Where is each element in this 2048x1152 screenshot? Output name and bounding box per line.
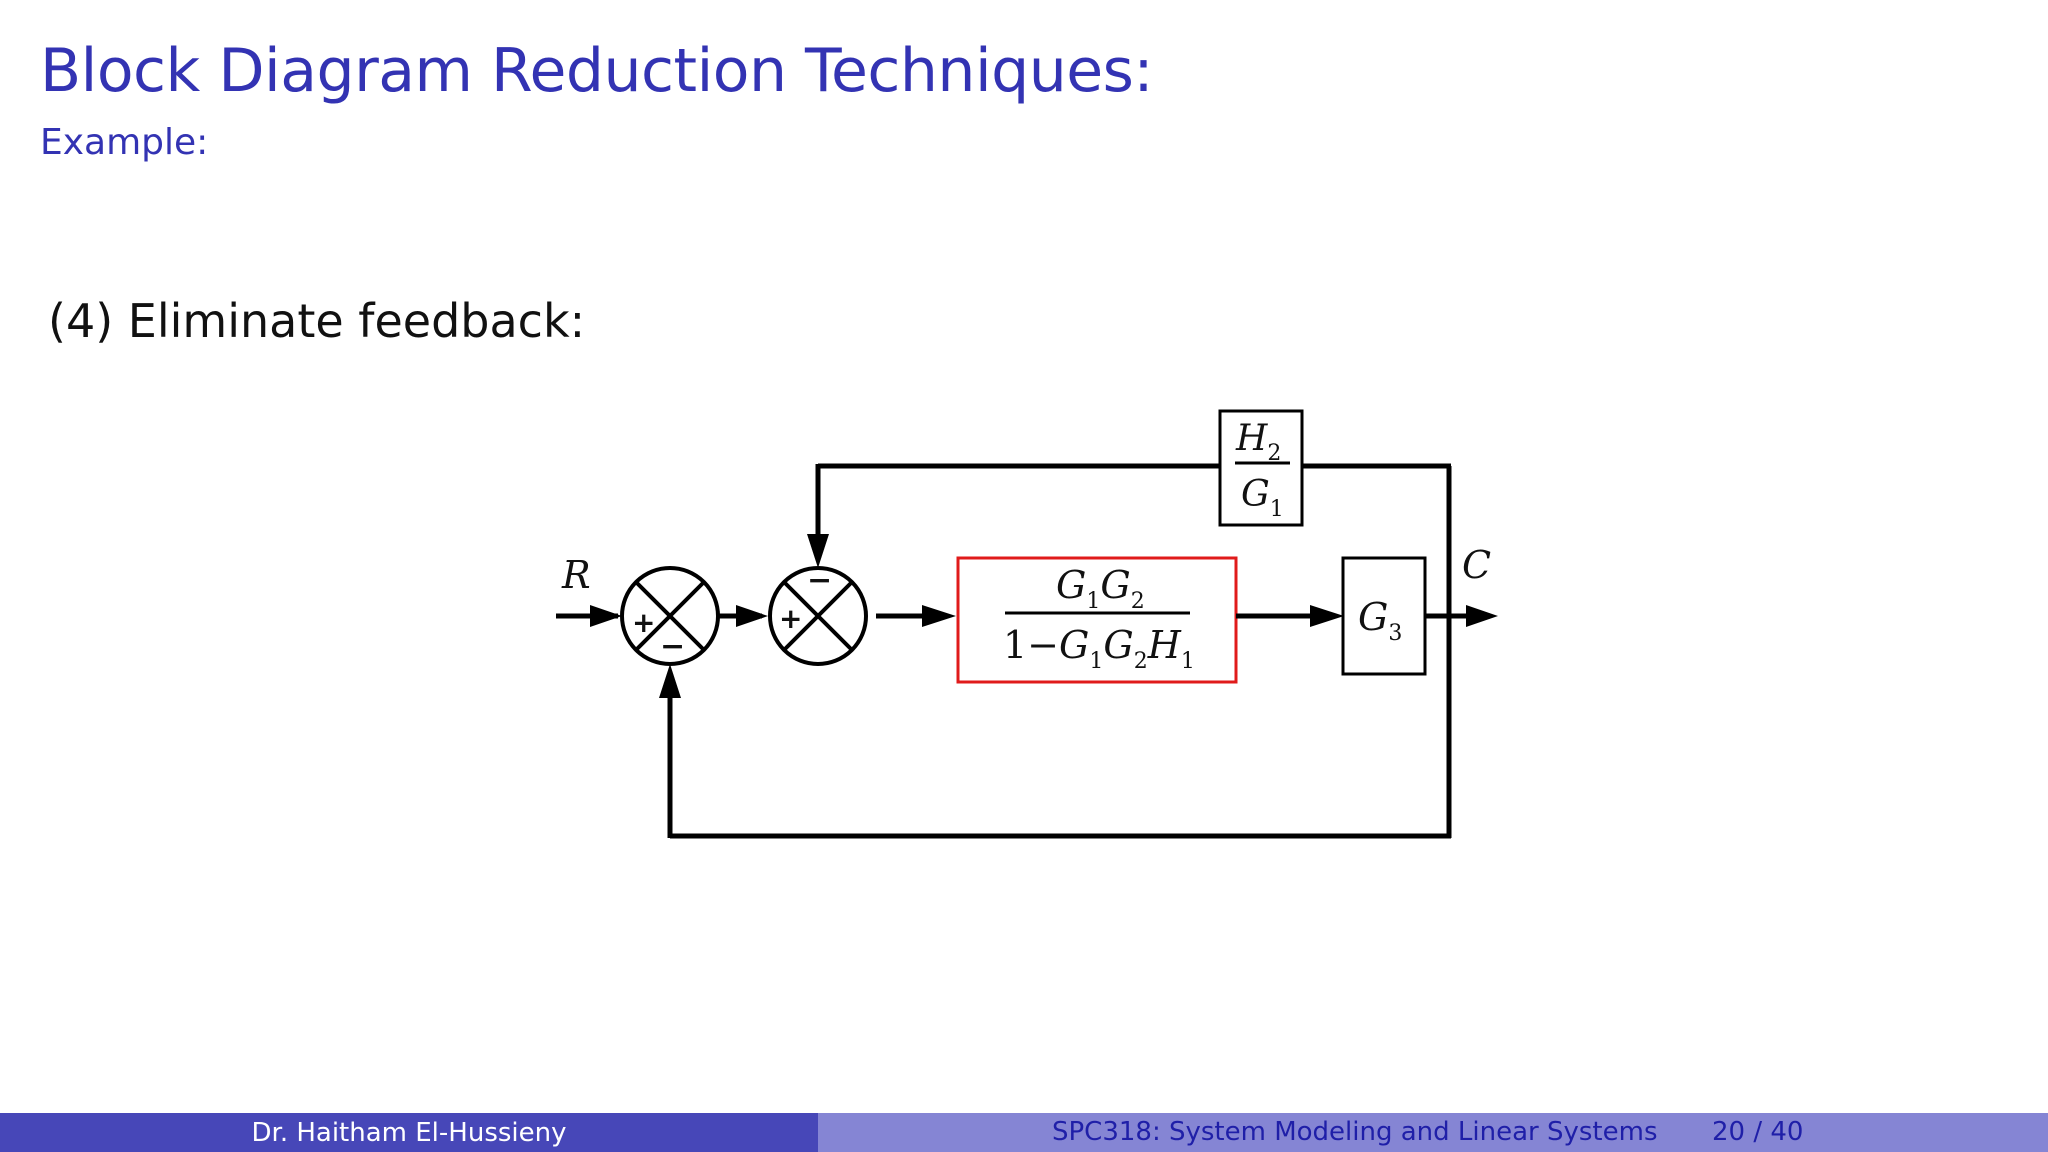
output-label: C	[1462, 543, 1491, 587]
svg-text:G1G2: G1G2	[1056, 563, 1145, 614]
reduced-num-sub2: 2	[1131, 589, 1145, 614]
output-block-sub: 3	[1388, 621, 1402, 646]
slide-title: Block Diagram Reduction Techniques:	[40, 36, 1154, 106]
slide-subtitle: Example:	[40, 122, 209, 163]
reduced-den-sub1: 1	[1089, 649, 1103, 674]
reduced-num-g2: G	[1100, 563, 1130, 607]
junction-link-arrowhead	[736, 605, 768, 627]
to-g3-arrowhead	[1310, 605, 1344, 627]
svg-text:H2: H2	[1235, 418, 1281, 466]
bottom-feedback-arrowhead	[659, 664, 681, 698]
summing-junction-2: − +	[768, 563, 868, 666]
junction-1-plus-sign: +	[632, 606, 655, 639]
top-feedback-arrowhead	[807, 534, 829, 568]
svg-text:1−G1G2H1: 1−G1G2H1	[1003, 623, 1195, 674]
svg-text:G3: G3	[1358, 595, 1402, 646]
summing-junction-1: + −	[620, 566, 720, 666]
input-arrowhead	[590, 605, 622, 627]
reduced-den-g1: G	[1059, 623, 1089, 667]
junction-1-minus-sign: −	[660, 629, 685, 664]
output-arrowhead	[1466, 605, 1498, 627]
reduced-den-sub3: 1	[1181, 649, 1195, 674]
footer-author: Dr. Haitham El-Hussieny	[0, 1113, 818, 1152]
feedback-den-sub: 1	[1270, 497, 1284, 522]
output-block-main: G	[1358, 595, 1388, 639]
junction-2-minus-sign: −	[807, 563, 832, 598]
reduced-num-g1: G	[1056, 563, 1086, 607]
footer-page-number: 20 / 40	[1712, 1117, 1804, 1147]
footer-course-title: SPC318: System Modeling and Linear Syste…	[1052, 1117, 1658, 1147]
feedback-num-main: H	[1235, 418, 1268, 459]
reduced-den-sub2: 2	[1134, 649, 1148, 674]
reduced-den-g2: G	[1103, 623, 1133, 667]
reduced-den-one: 1−	[1003, 623, 1059, 667]
input-label: R	[561, 553, 591, 597]
svg-text:G1: G1	[1241, 474, 1284, 522]
reduced-num-sub1: 1	[1086, 589, 1100, 614]
feedback-block: H2 G1	[1218, 409, 1304, 527]
footer-right-section: SPC318: System Modeling and Linear Syste…	[818, 1113, 2048, 1152]
step-text: (4) Eliminate feedback:	[48, 294, 586, 348]
reduced-den-h: H	[1147, 623, 1182, 667]
feedback-den-main: G	[1241, 474, 1270, 515]
footer-bar: Dr. Haitham El-Hussieny SPC318: System M…	[0, 1113, 2048, 1152]
feedback-num-sub: 2	[1267, 441, 1281, 466]
output-block: G3	[1341, 556, 1427, 676]
junction-2-plus-sign: +	[779, 602, 802, 635]
reduced-block: G1G2 1−G1G2H1	[956, 556, 1238, 684]
to-reduced-block-arrowhead	[922, 605, 956, 627]
